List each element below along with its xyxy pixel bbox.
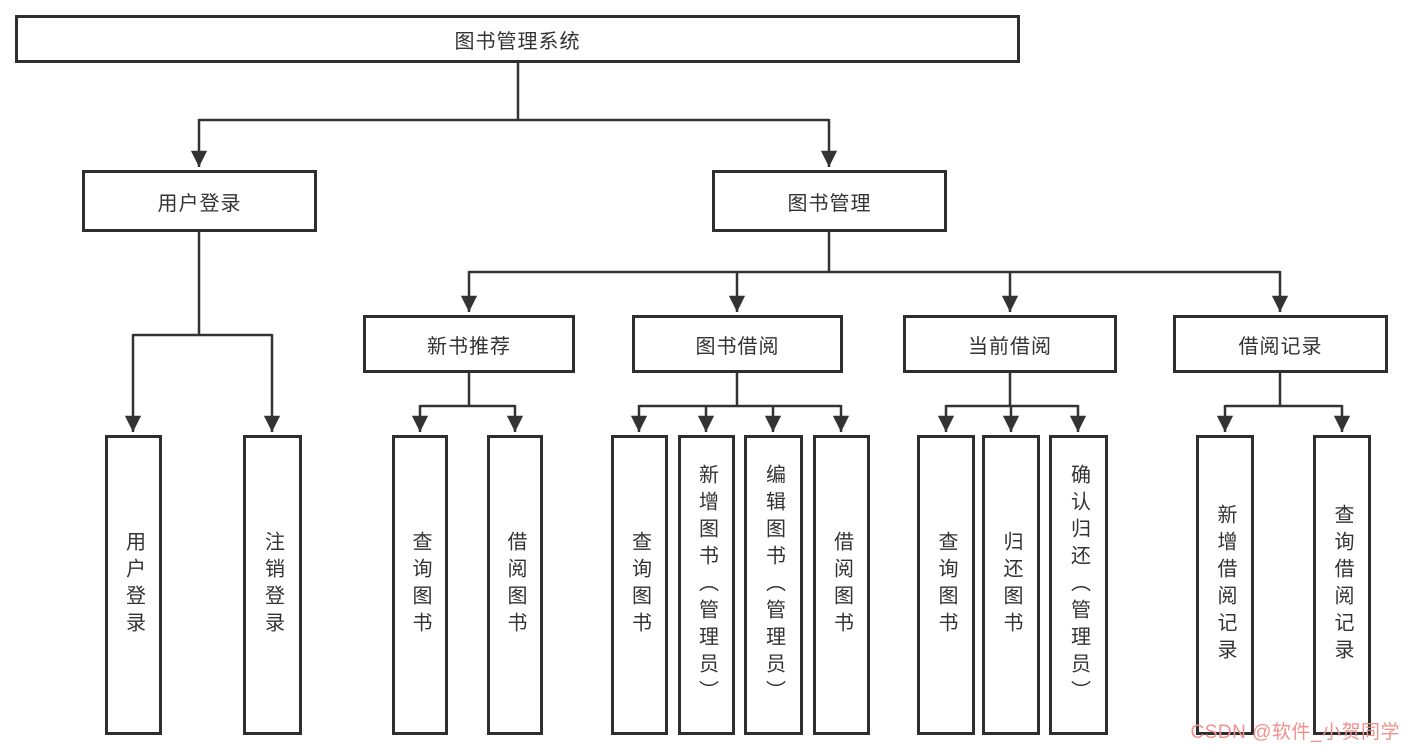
leaf-add-borrow-record: 新增借阅记录 xyxy=(1196,435,1254,735)
node-label: 查询图书 xyxy=(409,531,431,639)
node-root-library-system: 图书管理系统 xyxy=(15,15,1020,63)
csdn-watermark: CSDN @软件_小贺同学 xyxy=(1190,722,1400,743)
leaf-query-books-current: 查询图书 xyxy=(917,435,975,735)
node-label: 新书推荐 xyxy=(427,335,511,358)
node-new-book-recommend: 新书推荐 xyxy=(363,315,575,373)
node-label: 查询借阅记录 xyxy=(1331,504,1353,666)
node-borrow-records: 借阅记录 xyxy=(1173,315,1388,373)
node-book-borrow: 图书借阅 xyxy=(632,315,843,373)
node-book-management: 图书管理 xyxy=(712,170,947,232)
node-label: 归还图书 xyxy=(1000,531,1022,639)
node-label: 用户登录 xyxy=(122,531,145,639)
leaf-query-books-recommend: 查询图书 xyxy=(392,435,448,735)
node-label: 新增借阅记录 xyxy=(1214,504,1236,666)
node-label: 编辑图书（管理员） xyxy=(762,463,785,707)
node-label: 借阅图书 xyxy=(504,531,526,639)
leaf-borrow-books-recommend: 借阅图书 xyxy=(487,435,543,735)
leaf-user-login: 用户登录 xyxy=(105,435,162,735)
leaf-logout: 注销登录 xyxy=(243,435,302,735)
node-label: 图书管理 xyxy=(787,192,872,215)
node-label: 图书管理系统 xyxy=(454,30,581,53)
node-label: 用户登录 xyxy=(157,192,242,215)
node-label: 借阅图书 xyxy=(830,531,853,639)
leaf-add-books-admin: 新增图书（管理员） xyxy=(678,435,735,735)
node-label: 注销登录 xyxy=(261,531,284,639)
leaf-query-books-borrow: 查询图书 xyxy=(611,435,668,735)
leaf-edit-books-admin: 编辑图书（管理员） xyxy=(744,435,803,735)
leaf-query-borrow-record: 查询借阅记录 xyxy=(1313,435,1371,735)
node-label: 查询图书 xyxy=(628,531,651,639)
node-label: 图书借阅 xyxy=(695,335,780,358)
leaf-borrow-books: 借阅图书 xyxy=(813,435,870,735)
node-label: 查询图书 xyxy=(935,531,957,639)
leaf-return-books: 归还图书 xyxy=(982,435,1040,735)
node-label: 确认归还（管理员） xyxy=(1067,463,1090,707)
leaf-confirm-return-admin: 确认归还（管理员） xyxy=(1049,435,1108,735)
node-label: 当前借阅 xyxy=(968,335,1052,358)
node-current-borrow: 当前借阅 xyxy=(903,315,1117,373)
node-label: 借阅记录 xyxy=(1238,335,1323,358)
node-user-login: 用户登录 xyxy=(82,170,317,232)
node-label: 新增图书（管理员） xyxy=(695,463,718,707)
